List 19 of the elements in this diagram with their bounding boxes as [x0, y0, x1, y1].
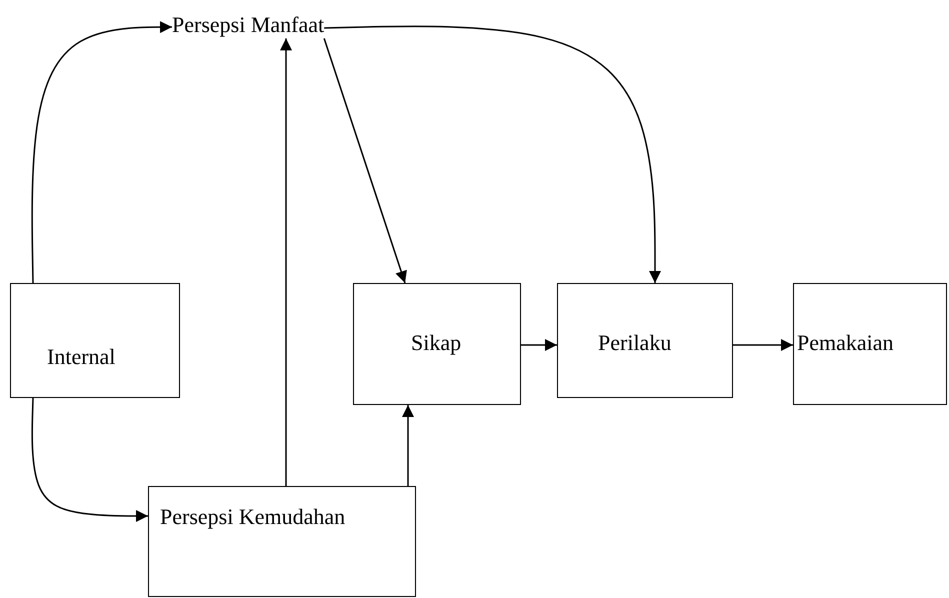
process-box — [557, 283, 733, 398]
arrow — [31, 21, 172, 284]
process-box — [148, 486, 416, 597]
arrow — [521, 339, 557, 351]
arrow — [324, 26, 661, 283]
box-label: Sikap — [411, 330, 462, 356]
arrow — [323, 38, 407, 284]
box-label: Persepsi Kemudahan — [160, 504, 346, 530]
box-label: Perilaku — [598, 330, 672, 356]
process-box — [10, 283, 180, 398]
box-label: Pemakaian — [797, 330, 894, 356]
arrow — [31, 398, 148, 522]
node-label: Persepsi Manfaat — [172, 12, 324, 37]
box-label: Internal — [47, 344, 116, 370]
process-box — [353, 283, 521, 405]
process-box — [793, 283, 947, 405]
arrow — [280, 38, 292, 486]
arrow — [402, 405, 414, 486]
arrow — [733, 339, 793, 351]
